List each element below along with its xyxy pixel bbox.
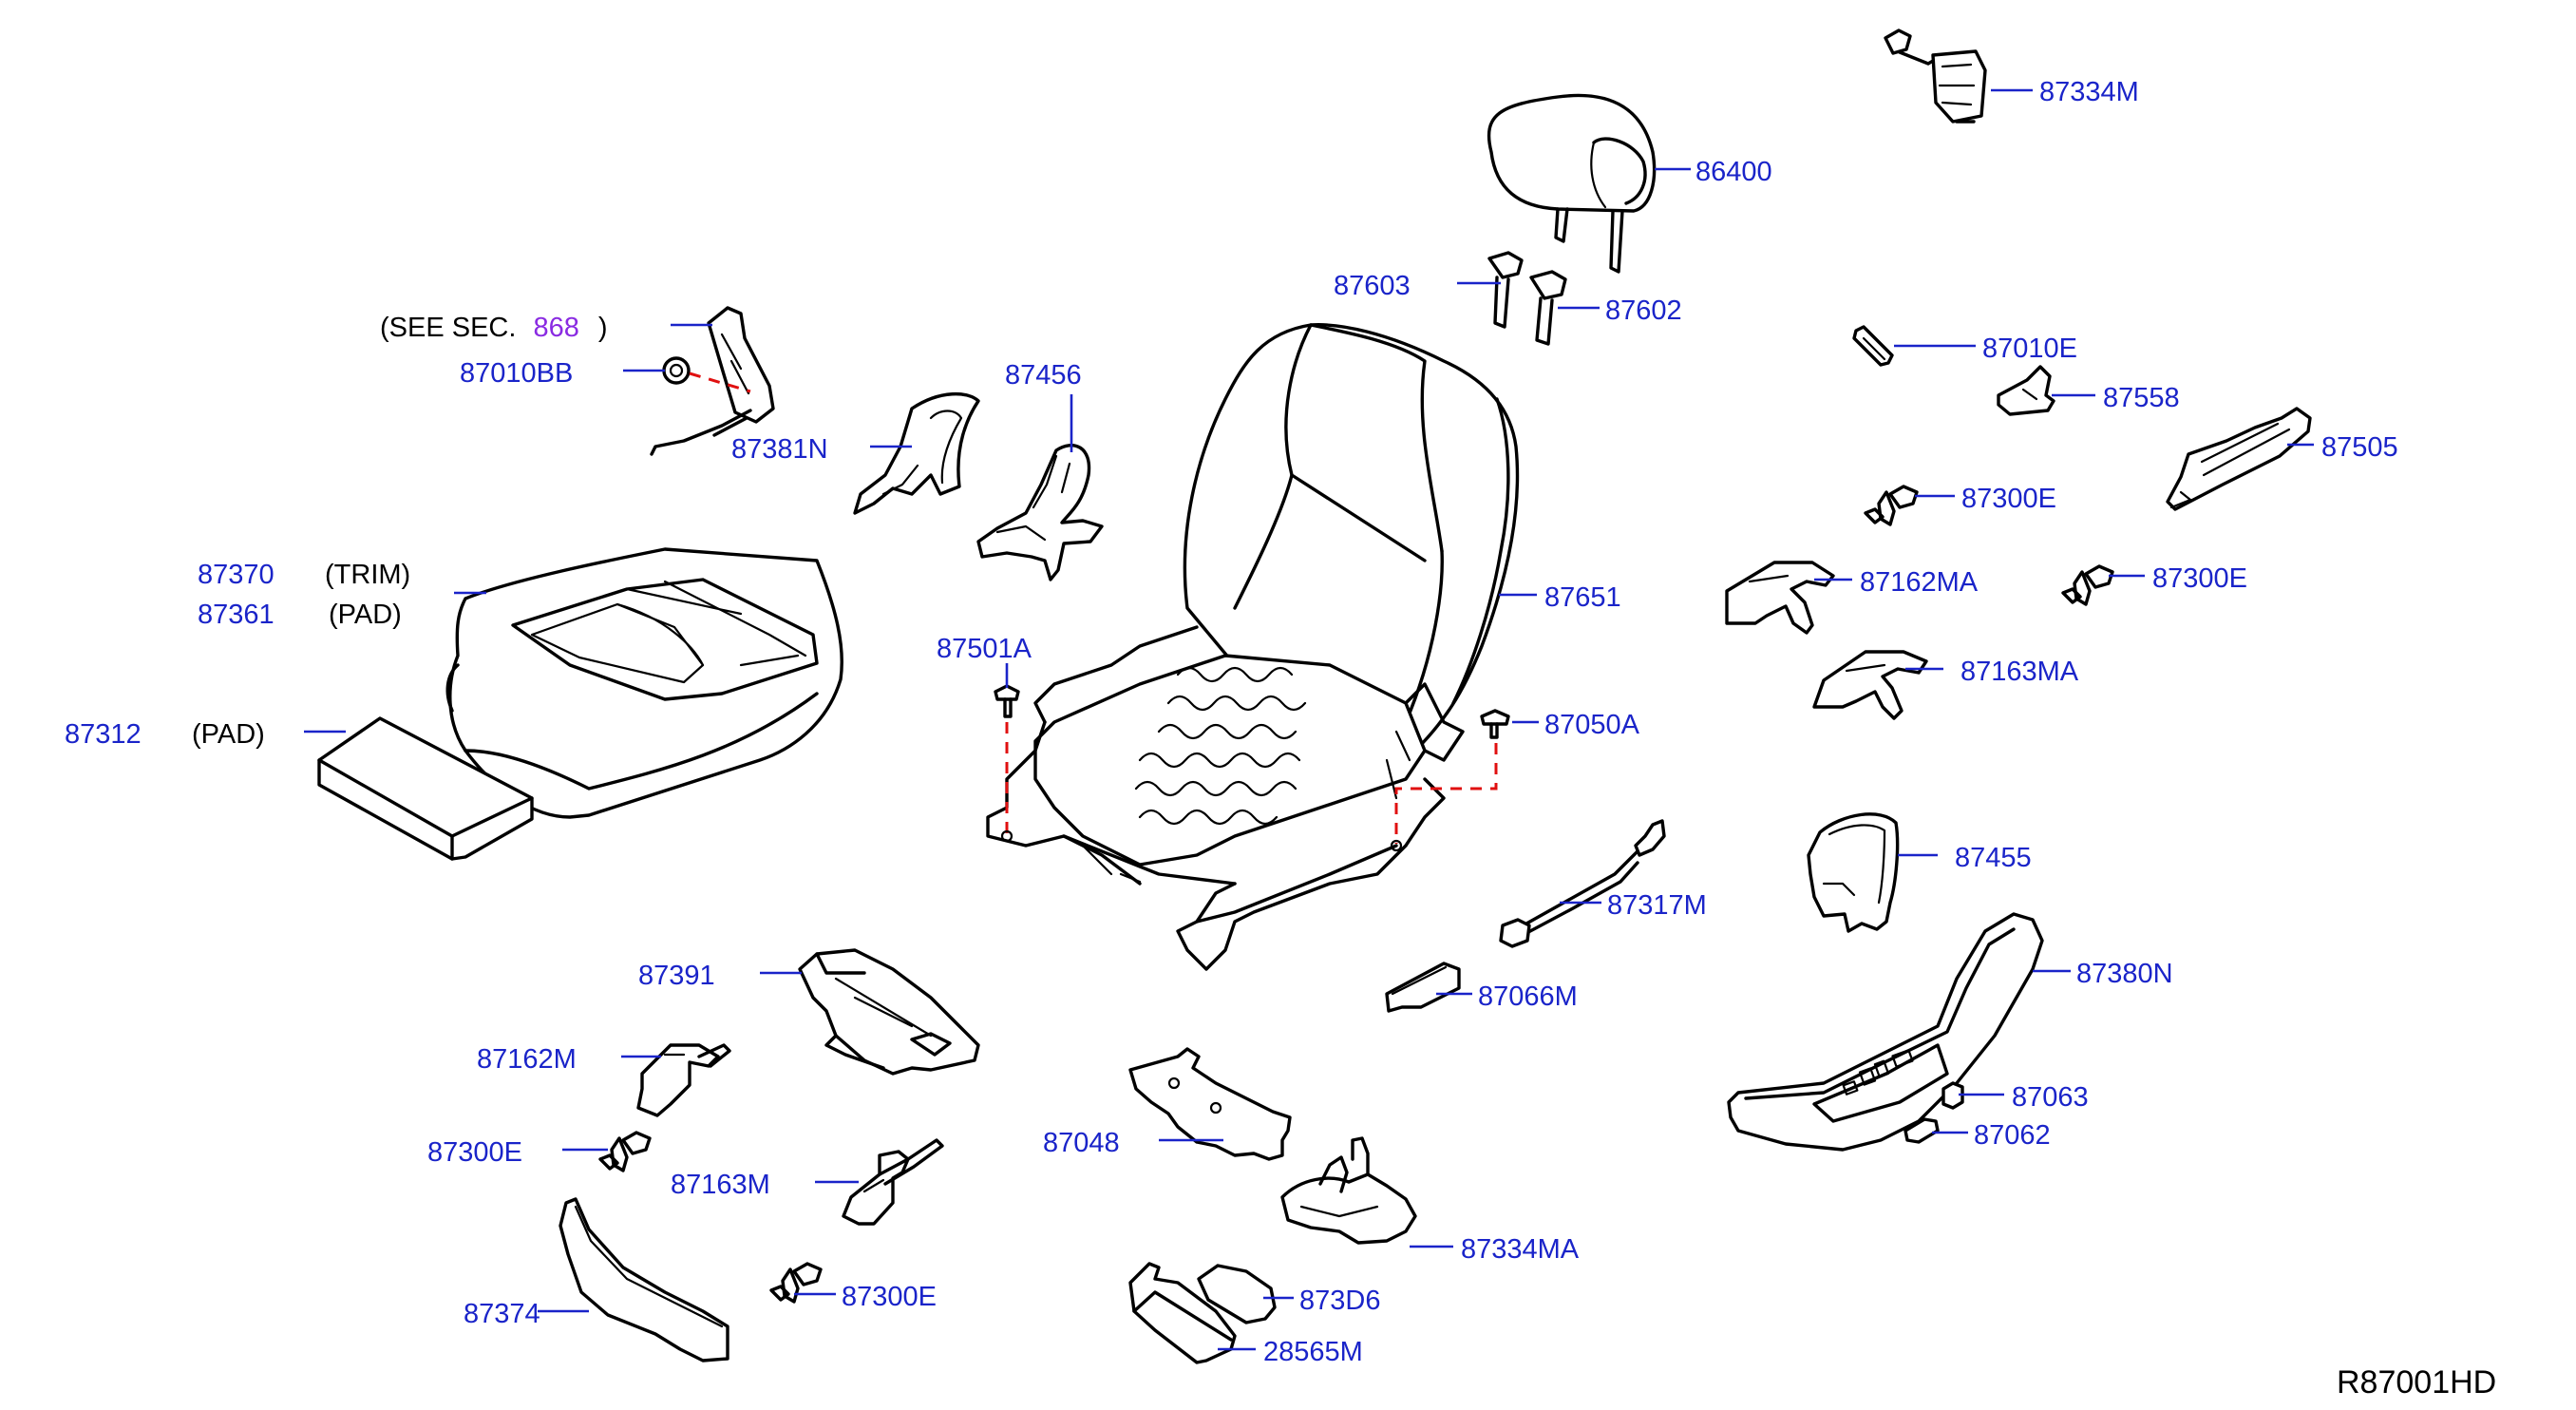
see-section-number[interactable]: 868 (533, 313, 578, 343)
label-87312: 87312 (65, 719, 142, 750)
label-87370: 87370 (198, 560, 275, 590)
label-28565M: 28565M (1263, 1337, 1363, 1367)
label-87391: 87391 (638, 961, 715, 991)
headrest-guide-87603 (1487, 251, 1524, 329)
label-87163MA: 87163MA (1960, 657, 2079, 687)
finisher-87505 (2166, 407, 2312, 511)
see-section-prefix: (SEE SEC. (380, 313, 516, 343)
label-86400: 86400 (1695, 157, 1772, 187)
bracket-87162M (636, 1043, 731, 1117)
label-87010BB: 87010BB (460, 358, 573, 389)
label-87300E-a: 87300E (1961, 484, 2056, 514)
label-87300E-d: 87300E (842, 1282, 937, 1312)
label-87374: 87374 (464, 1299, 540, 1329)
bolt-87010BB (662, 356, 691, 385)
label-87501A: 87501A (937, 634, 1032, 664)
trim-87374 (559, 1197, 729, 1362)
clip-87300E-a (1864, 485, 1919, 526)
label-873D6: 873D6 (1299, 1286, 1380, 1316)
label-87317M: 87317M (1607, 890, 1707, 921)
clip-87300E-d (769, 1262, 823, 1304)
bracket-87162MA (1725, 561, 1835, 635)
pad-87312 (317, 716, 534, 861)
bracket-87163M (842, 1138, 944, 1226)
cover-87381N (853, 391, 980, 515)
seat-cushion-87370 (445, 547, 843, 819)
hole-87050A (1390, 839, 1403, 852)
label-87651: 87651 (1544, 582, 1621, 613)
note-pad-87361: (PAD) (329, 600, 402, 630)
finisher-87380N (1727, 912, 2044, 1152)
label-87300E-c: 87300E (427, 1137, 522, 1168)
label-87050A: 87050A (1544, 710, 1640, 740)
bolt-87501A (994, 684, 1020, 718)
label-87381N: 87381N (731, 434, 828, 465)
label-87455: 87455 (1955, 843, 2032, 873)
label-87063: 87063 (2012, 1082, 2089, 1113)
headrest-guide-87602 (1529, 270, 1567, 346)
label-87334M: 87334M (2039, 77, 2139, 107)
knob-87063 (1941, 1081, 1964, 1110)
label-87162MA: 87162MA (1860, 567, 1979, 598)
note-pad-87312: (PAD) (192, 719, 265, 750)
see-section-note: (SEE SEC. 868) (380, 313, 608, 343)
plate-87048 (1128, 1047, 1292, 1161)
note-trim: (TRIM) (325, 560, 410, 590)
see-section-suffix: ) (598, 313, 608, 343)
belt-anchor-868 (650, 306, 775, 456)
harness-connector-87334M (1884, 29, 1987, 124)
dash-87010BB (689, 372, 751, 393)
motor-87334MA (1280, 1136, 1417, 1245)
label-87066M: 87066M (1478, 981, 1578, 1012)
cover-87455 (1807, 812, 1900, 933)
leader-lines (304, 88, 2314, 1351)
part-labels: 87334M 86400 87603 87602 (SEE SEC. 868) 8… (65, 77, 2496, 1400)
harness-87317M (1499, 819, 1666, 948)
label-87162M: 87162M (477, 1044, 577, 1075)
label-87602: 87602 (1605, 295, 1682, 326)
clip-87300E-c (598, 1131, 652, 1172)
module-873D6 (1197, 1264, 1277, 1324)
label-87505: 87505 (2321, 432, 2398, 463)
label-87380N: 87380N (2076, 959, 2173, 989)
label-87062: 87062 (1974, 1120, 2051, 1151)
label-87603: 87603 (1334, 271, 1411, 301)
hole-87501A (1000, 829, 1013, 843)
label-87163M: 87163M (671, 1170, 770, 1200)
switch-87066M (1385, 962, 1461, 1013)
headrest-86400 (1487, 93, 1657, 274)
label-87048: 87048 (1043, 1128, 1120, 1158)
label-87558: 87558 (2103, 383, 2180, 413)
seat-frame-87651 (986, 323, 1520, 971)
dash-87050A (1394, 743, 1498, 844)
bolt-87050A (1480, 709, 1510, 739)
cover-87456 (976, 444, 1104, 581)
label-87334MA: 87334MA (1461, 1234, 1580, 1265)
label-87300E-b: 87300E (2152, 563, 2247, 594)
label-87456: 87456 (1005, 360, 1082, 391)
label-87010E: 87010E (1982, 333, 2077, 364)
module-28565M (1128, 1262, 1237, 1364)
clip-87300E-b (2061, 564, 2114, 606)
bezel-87010E (1852, 325, 1894, 367)
knob-87062 (1904, 1117, 1940, 1144)
label-87361: 87361 (198, 600, 275, 630)
diagram-code: R87001HD (2337, 1364, 2496, 1400)
bracket-87163MA (1812, 650, 1928, 720)
tray-87391 (798, 948, 980, 1076)
knob-87558 (1997, 365, 2055, 416)
